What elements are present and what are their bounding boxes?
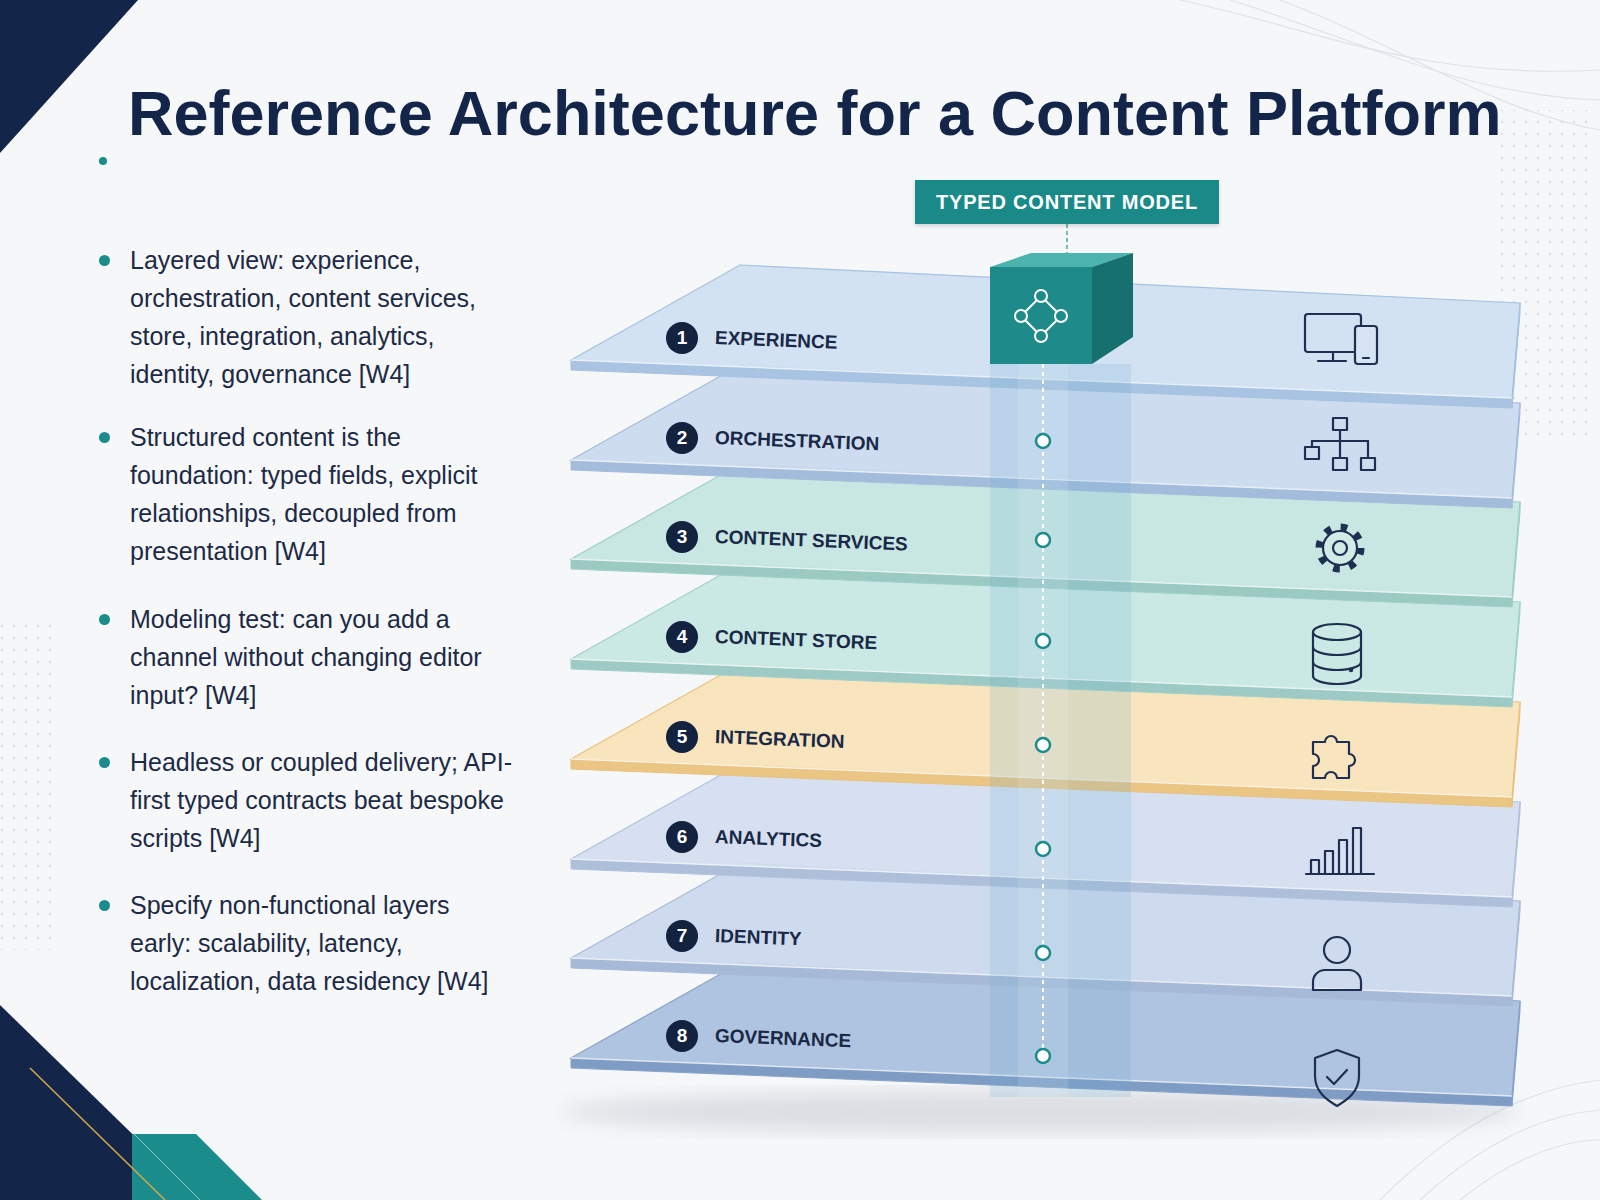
plate-top [571, 863, 1520, 996]
layer-number: 4 [666, 621, 698, 653]
corner-block [132, 1134, 262, 1200]
title-rule [103, 160, 505, 162]
title-rule-dot [99, 157, 107, 165]
leader-connector [1066, 224, 1068, 262]
layer-plate: 1 EXPERIENCE [565, 262, 1525, 412]
plate-top [571, 664, 1520, 797]
layer-name: INTEGRATION [715, 726, 845, 753]
layer-number: 6 [666, 821, 698, 853]
plate-top [571, 265, 1520, 398]
layer-number: 7 [666, 920, 698, 952]
layer-number: 8 [666, 1020, 698, 1052]
plate-top [571, 764, 1520, 897]
dot-grid [1500, 110, 1595, 440]
layer-number: 1 [666, 322, 698, 354]
layer-number: 5 [666, 721, 698, 753]
plate-top [571, 464, 1520, 597]
plate-top [571, 564, 1520, 697]
corner-triangle [0, 0, 138, 153]
layer-name: IDENTITY [715, 925, 802, 950]
bullet-note: Layered view: experience, orchestration,… [130, 241, 515, 393]
corner-line [60, 1060, 200, 1200]
bullet-note: Specify non-functional layers early: sca… [130, 886, 515, 1000]
plate-highlight [571, 1058, 1512, 1096]
dot-grid [0, 620, 60, 950]
bullet-note: Headless or coupled delivery; API-first … [130, 743, 515, 857]
layer-name: ANALYTICS [715, 826, 823, 852]
bullet-note: Structured content is the foundation: ty… [130, 418, 515, 570]
plate-top [571, 963, 1520, 1096]
page-title: Reference Architecture for a Content Pla… [128, 77, 1501, 149]
corner-line [30, 1068, 165, 1200]
tag-label: TYPED CONTENT MODEL [936, 191, 1198, 214]
model-tag: TYPED CONTENT MODEL [915, 180, 1219, 224]
bullet-note: Modeling test: can you add a channel wit… [130, 600, 515, 714]
layer-name: EXPERIENCE [715, 327, 838, 354]
corner-triangle [0, 1005, 200, 1200]
layer-number: 2 [666, 422, 698, 454]
plate-top [571, 365, 1520, 498]
plate-shape [565, 262, 1525, 412]
